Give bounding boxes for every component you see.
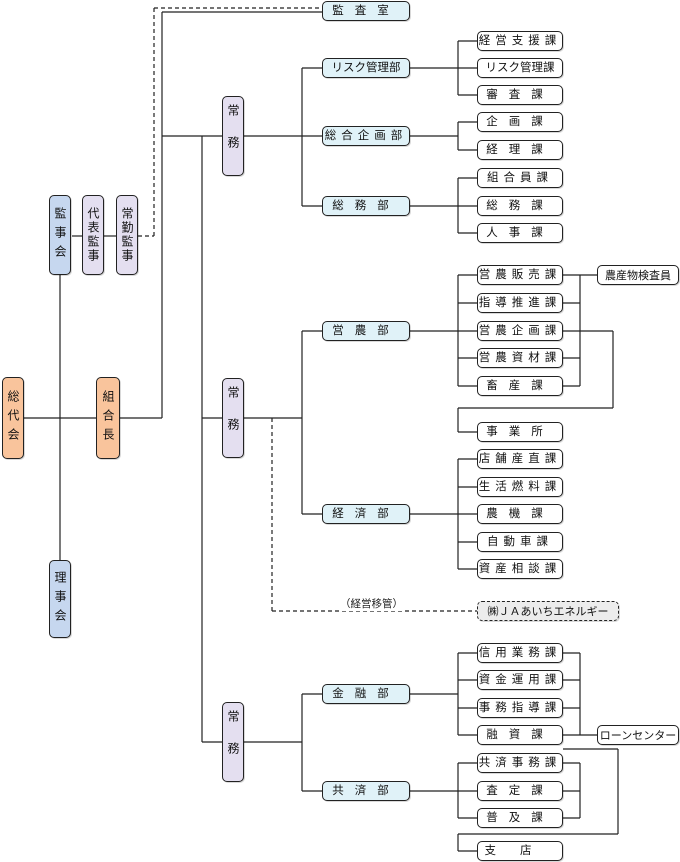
section-kumiaiin: 組合員課: [477, 168, 563, 188]
kansashitsu-label: 監査室: [332, 3, 400, 18]
management-transfer-note: （経営移管）: [340, 596, 403, 611]
kanjikai-label: 監事会: [53, 206, 67, 264]
section-fukyu: 普及課: [477, 808, 563, 828]
section-kikaku: 企画課: [477, 112, 563, 132]
section-label: 総務課: [486, 198, 554, 213]
section-kyosai-jimu: 共済事務課: [477, 753, 563, 773]
keizai-dept-label: 経済部: [332, 506, 400, 521]
section-label: 資産相談課: [478, 561, 562, 576]
somu-dept-label: 総務部: [332, 198, 400, 213]
section-somu: 総務課: [477, 196, 563, 216]
einou-dept-label: 営農部: [332, 323, 400, 338]
section-label: 共済事務課: [478, 755, 562, 770]
section-shizai: 営農資材課: [477, 348, 563, 368]
rijikai-label: 理事会: [53, 570, 67, 628]
section-label: 店舗産直課: [478, 451, 562, 466]
jomu-label-1: 常務: [226, 104, 240, 168]
rijikai-box: 理事会: [49, 560, 71, 638]
section-label: 事務指導課: [478, 700, 562, 715]
section-shinsa: 審査課: [477, 85, 563, 105]
loan-center-label: ローンセンター: [599, 728, 677, 742]
section-risk-ka: リスク管理課: [477, 58, 563, 78]
risk-dept-box: リスク管理部: [322, 58, 410, 78]
kikaku-dept-box: 総合企画部: [322, 126, 410, 146]
section-label: 指導推進課: [478, 295, 562, 310]
jomu-box-3: 常務: [222, 702, 244, 782]
section-label: 農機課: [486, 506, 554, 521]
section-noki: 農機課: [477, 504, 563, 524]
kinyu-dept-label: 金融部: [332, 686, 400, 701]
section-label: 営農企画課: [478, 323, 562, 338]
kensa-label: 農産物検査員: [605, 268, 671, 282]
section-jigyosho: 事業所: [477, 422, 563, 442]
daihyo-kanji-label: 代表監事: [86, 207, 100, 263]
section-nenryo: 生活燃料課: [477, 477, 563, 497]
ja-energy-box: ㈱ＪＡあいちエネルギー: [477, 601, 619, 621]
section-label: 支店: [484, 843, 556, 858]
section-hanbai: 営農販売課: [477, 265, 563, 285]
somu-dept-box: 総務部: [322, 196, 410, 216]
section-shisan: 資産相談課: [477, 559, 563, 579]
kumiaicho-box: 組合長: [96, 377, 120, 459]
section-shido: 指導推進課: [477, 293, 563, 313]
section-label: 資金運用課: [478, 672, 562, 687]
section-label: 信用業務課: [478, 645, 562, 660]
kyosai-dept-box: 共済部: [322, 781, 410, 801]
daihyo-kanji-box: 代表監事: [82, 195, 104, 275]
section-label: 事業所: [486, 424, 554, 439]
jomu-label-2: 常務: [226, 386, 240, 450]
section-tenpo: 店舗産直課: [477, 449, 563, 469]
section-label: 生活燃料課: [478, 479, 562, 494]
section-label: 普及課: [486, 810, 554, 825]
section-label: 査定課: [486, 783, 554, 798]
section-yushi: 融資課: [477, 725, 563, 745]
jomu-label-3: 常務: [226, 710, 240, 774]
section-shikin: 資金運用課: [477, 670, 563, 690]
section-label: 経理課: [486, 142, 554, 157]
section-shinyo: 信用業務課: [477, 643, 563, 663]
kinyu-dept-box: 金融部: [322, 684, 410, 704]
kumiaicho-label: 組合長: [101, 389, 115, 447]
section-label: 自動車課: [487, 534, 553, 549]
keizai-dept-box: 経済部: [322, 504, 410, 524]
risk-dept-label: リスク管理部: [331, 60, 401, 75]
section-satei: 査定課: [477, 781, 563, 801]
jomu-box-2: 常務: [222, 378, 244, 458]
kensa-box: 農産物検査員: [597, 265, 679, 285]
ja-energy-label: ㈱ＪＡあいちエネルギー: [487, 604, 609, 618]
jokin-kanji-label: 常勤監事: [120, 207, 134, 263]
section-label: 企画課: [486, 114, 554, 129]
section-keiri: 経理課: [477, 140, 563, 160]
section-label: 融資課: [486, 727, 554, 742]
section-label: 組合員課: [487, 170, 553, 185]
kansashitsu-box: 監査室: [322, 1, 410, 21]
soudaikai-box: 総代会: [2, 377, 24, 459]
section-keiei-shien: 経営支援課: [477, 31, 563, 51]
section-jinji: 人事課: [477, 223, 563, 243]
section-shiten: 支店: [477, 841, 563, 861]
section-label: 審査課: [486, 87, 554, 102]
section-label: 経営支援課: [478, 33, 562, 48]
section-jimu: 事務指導課: [477, 698, 563, 718]
section-label: リスク管理課: [485, 60, 555, 75]
einou-dept-box: 営農部: [322, 321, 410, 341]
section-label: 畜産課: [486, 378, 554, 393]
kanjikai-box: 監事会: [49, 195, 71, 275]
soudaikai-label: 総代会: [6, 389, 20, 447]
section-label: 人事課: [486, 225, 554, 240]
loan-center-box: ローンセンター: [597, 725, 679, 745]
jokin-kanji-box: 常勤監事: [116, 195, 138, 275]
section-label: 営農資材課: [478, 350, 562, 365]
section-jidosha: 自動車課: [477, 532, 563, 552]
kyosai-dept-label: 共済部: [332, 783, 400, 798]
section-einou-kikaku: 営農企画課: [477, 321, 563, 341]
jomu-box-1: 常務: [222, 96, 244, 176]
section-label: 営農販売課: [478, 267, 562, 282]
kikaku-dept-label: 総合企画部: [324, 128, 408, 143]
section-chikusan: 畜産課: [477, 376, 563, 396]
